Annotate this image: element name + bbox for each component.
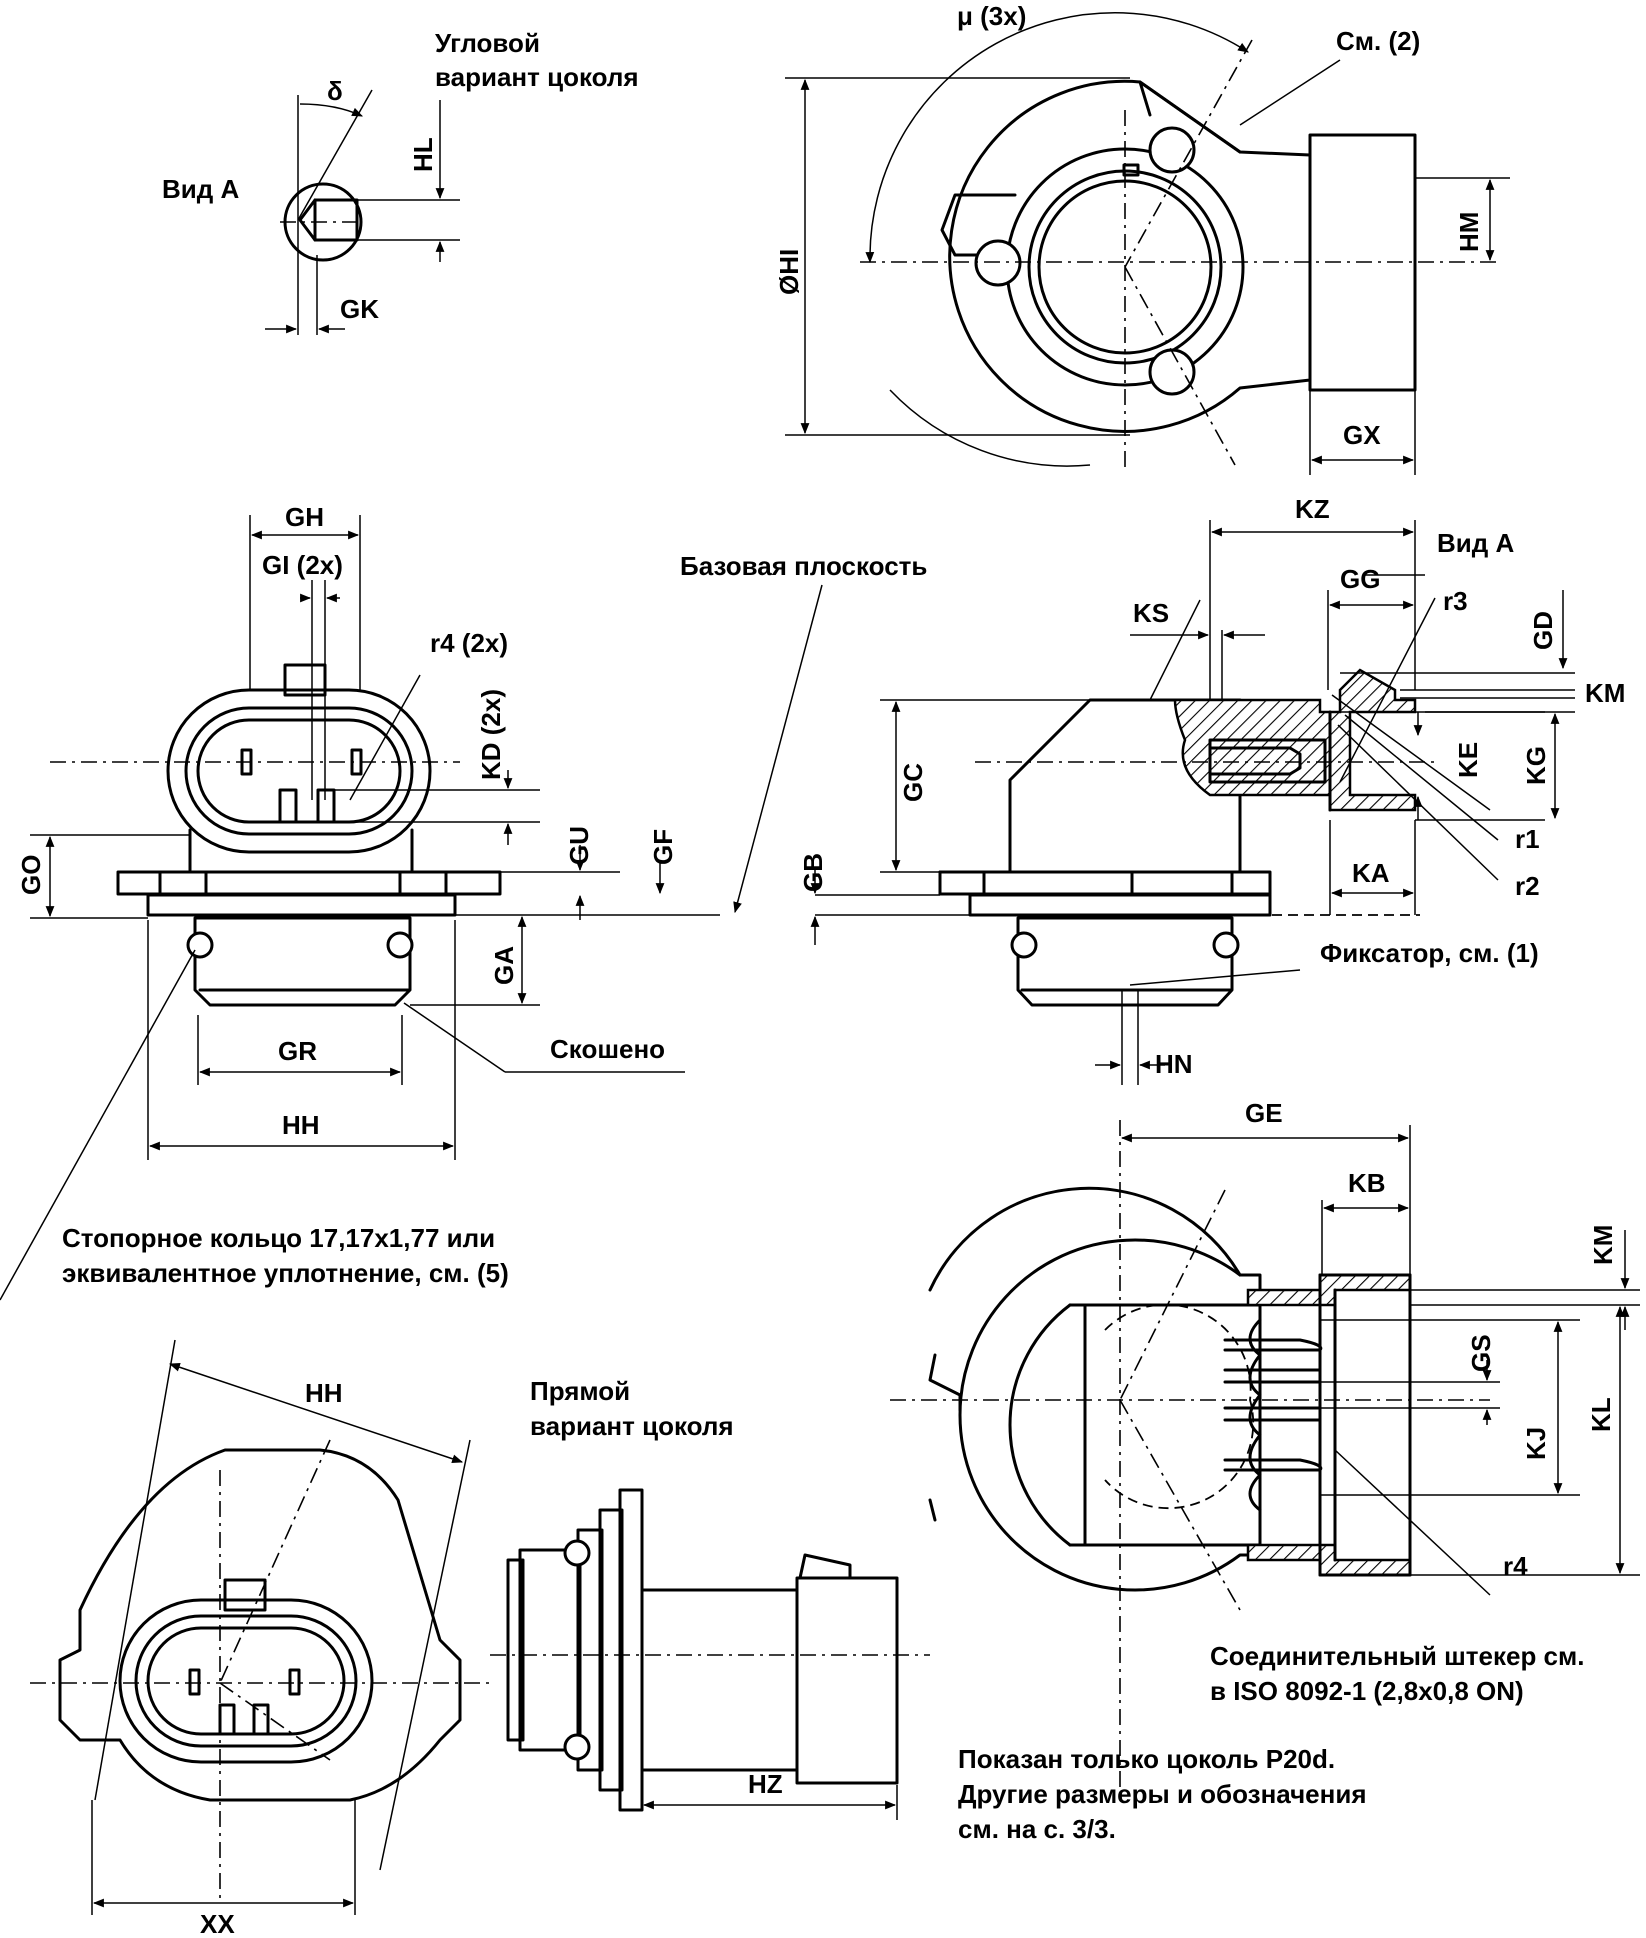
label-ring-1: Стопорное кольцо 17,17x1,77 или <box>62 1223 495 1253</box>
view-a-small <box>265 89 460 335</box>
label-angled-title-1: Угловой <box>435 28 540 58</box>
label-see2: См. (2) <box>1336 26 1420 56</box>
label-base-plane: Базовая плоскость <box>680 551 927 581</box>
side-view-right <box>810 520 1575 1085</box>
label-hh-mid: HH <box>282 1110 320 1140</box>
label-gk: GK <box>340 294 379 324</box>
label-chamfered: Скошено <box>550 1034 665 1064</box>
label-kz: KZ <box>1295 494 1330 524</box>
label-ks: KS <box>1133 598 1169 628</box>
front-view-top <box>785 11 1510 475</box>
label-note-1: Показан только цоколь P20d. <box>958 1744 1335 1774</box>
label-view-a-left: Вид А <box>162 174 239 204</box>
label-connector-2: в ISO 8092-1 (2,8x0,8 ON) <box>1210 1676 1524 1706</box>
annotations: Угловой вариант цоколя Вид А δ HL GK μ (… <box>16 1 1625 1938</box>
label-gb: GB <box>798 853 828 892</box>
label-gd: GD <box>1528 611 1558 650</box>
label-gc: GC <box>898 763 928 802</box>
label-ring-2: эквивалентное уплотнение, см. (5) <box>62 1258 509 1288</box>
label-r4: r4 <box>1503 1551 1528 1581</box>
label-hm: HM <box>1454 212 1484 252</box>
label-ge: GE <box>1245 1098 1283 1128</box>
label-kl: KL <box>1586 1397 1616 1432</box>
front-view-bottom <box>30 1339 490 1915</box>
label-gr: GR <box>278 1036 317 1066</box>
label-ka: KA <box>1352 858 1390 888</box>
label-delta: δ <box>327 76 343 106</box>
label-go: GO <box>16 855 46 895</box>
label-gg: GG <box>1340 564 1380 594</box>
section-view-bottom <box>890 1120 1640 1800</box>
label-gf: GF <box>648 829 678 865</box>
label-gx: GX <box>1343 420 1381 450</box>
label-note-2: Другие размеры и обозначения <box>958 1779 1367 1809</box>
label-ga: GA <box>489 946 519 985</box>
label-mu: μ (3x) <box>957 1 1026 31</box>
label-hn: HN <box>1155 1049 1193 1079</box>
label-hh-bottom: HH <box>305 1378 343 1408</box>
label-gi: GI (2x) <box>262 550 343 580</box>
label-km-top: KM <box>1585 678 1625 708</box>
label-r2: r2 <box>1515 871 1540 901</box>
label-kg: KG <box>1521 746 1551 785</box>
label-note-3: см. на с. 3/3. <box>958 1814 1116 1844</box>
label-straight-1: Прямой <box>530 1376 630 1406</box>
label-ke: KE <box>1453 742 1483 778</box>
label-angled-title-2: вариант цоколя <box>435 62 639 92</box>
label-view-a-right: Вид А <box>1437 528 1514 558</box>
label-hi: ØHI <box>774 249 804 295</box>
label-hl: HL <box>408 137 438 172</box>
label-kb: KB <box>1348 1168 1386 1198</box>
label-r4-2x: r4 (2x) <box>430 628 508 658</box>
label-latch: Фиксатор, см. (1) <box>1320 938 1539 968</box>
label-gs: GS <box>1466 1334 1496 1372</box>
side-view-left <box>0 515 823 1301</box>
label-xx: XX <box>200 1909 235 1938</box>
label-km-bottom: KM <box>1588 1225 1618 1265</box>
label-hz: HZ <box>748 1769 783 1799</box>
label-kj: KJ <box>1521 1427 1551 1460</box>
label-gh: GH <box>285 502 324 532</box>
label-straight-2: вариант цоколя <box>530 1411 734 1441</box>
label-gu: GU <box>564 826 594 865</box>
label-r1: r1 <box>1515 824 1540 854</box>
label-kd: KD (2x) <box>476 689 506 780</box>
straight-base-view <box>490 1488 930 1820</box>
label-r3: r3 <box>1443 586 1468 616</box>
label-connector-1: Соединительный штекер см. <box>1210 1641 1584 1671</box>
